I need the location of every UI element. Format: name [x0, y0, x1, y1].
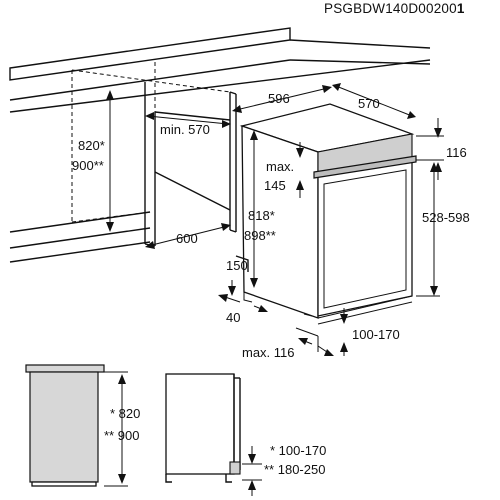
panel-height-label: 116 [446, 145, 467, 160]
plinth-range-label: 100-170 [352, 327, 400, 342]
side-height-label-2: ** 900 [104, 428, 139, 443]
countertop [9, 27, 431, 113]
side-plinth-label-2: ** 180-250 [264, 462, 325, 477]
top-depth-dimension: 570 [332, 83, 416, 119]
side-view-cabinet: * 820 ** 900 [25, 364, 140, 487]
doc-code: PSGBDW140D002001 [324, 1, 465, 16]
body-height-label-1: 818* [248, 208, 275, 223]
top-depth-label: 570 [358, 96, 380, 111]
niche-height-dimension: 820* 900** [72, 90, 114, 232]
panel-height-dimension: 116 [416, 118, 467, 180]
dishwasher-body [239, 103, 417, 325]
door-height-dimension: 528-598 [416, 162, 470, 297]
gap-150-label: 150 [226, 258, 248, 273]
niche-depth-label: min. 570 [160, 122, 210, 137]
top-width-label: 596 [268, 91, 290, 106]
body-height-dimension: 818* 898** [244, 130, 276, 288]
door-max-label-2: 145 [264, 178, 286, 193]
gap-40-label: 40 [226, 310, 240, 325]
niche-width-dimension: 600 [145, 223, 231, 249]
doc-code-suffix: 1 [457, 1, 465, 16]
side-plinth-label-1: * 100-170 [270, 443, 326, 458]
gap-dimensions: 150 40 [218, 255, 268, 325]
body-height-label-2: 898** [244, 228, 276, 243]
doc-code-main: PSGBDW140D00200 [324, 1, 457, 16]
niche-depth-dimension: min. 570 [145, 112, 231, 137]
plinth-max-dimension: max. 116 [242, 327, 334, 360]
side-view-profile: * 100-170 ** 180-250 [165, 373, 326, 496]
door-max-label-1: max. [266, 159, 294, 174]
door-max-dimension: max. 145 [264, 142, 304, 198]
plinth-max-label: max. 116 [242, 345, 295, 360]
niche-height-label-1: 820* [78, 138, 105, 153]
plinth-range-dimension: 100-170 [340, 308, 400, 356]
door-height-label: 528-598 [422, 210, 470, 225]
niche-width-label: 600 [176, 231, 198, 246]
niche-height-label-2: 900** [72, 158, 104, 173]
side-height-label-1: * 820 [110, 406, 140, 421]
top-width-dimension: 596 [232, 85, 332, 113]
